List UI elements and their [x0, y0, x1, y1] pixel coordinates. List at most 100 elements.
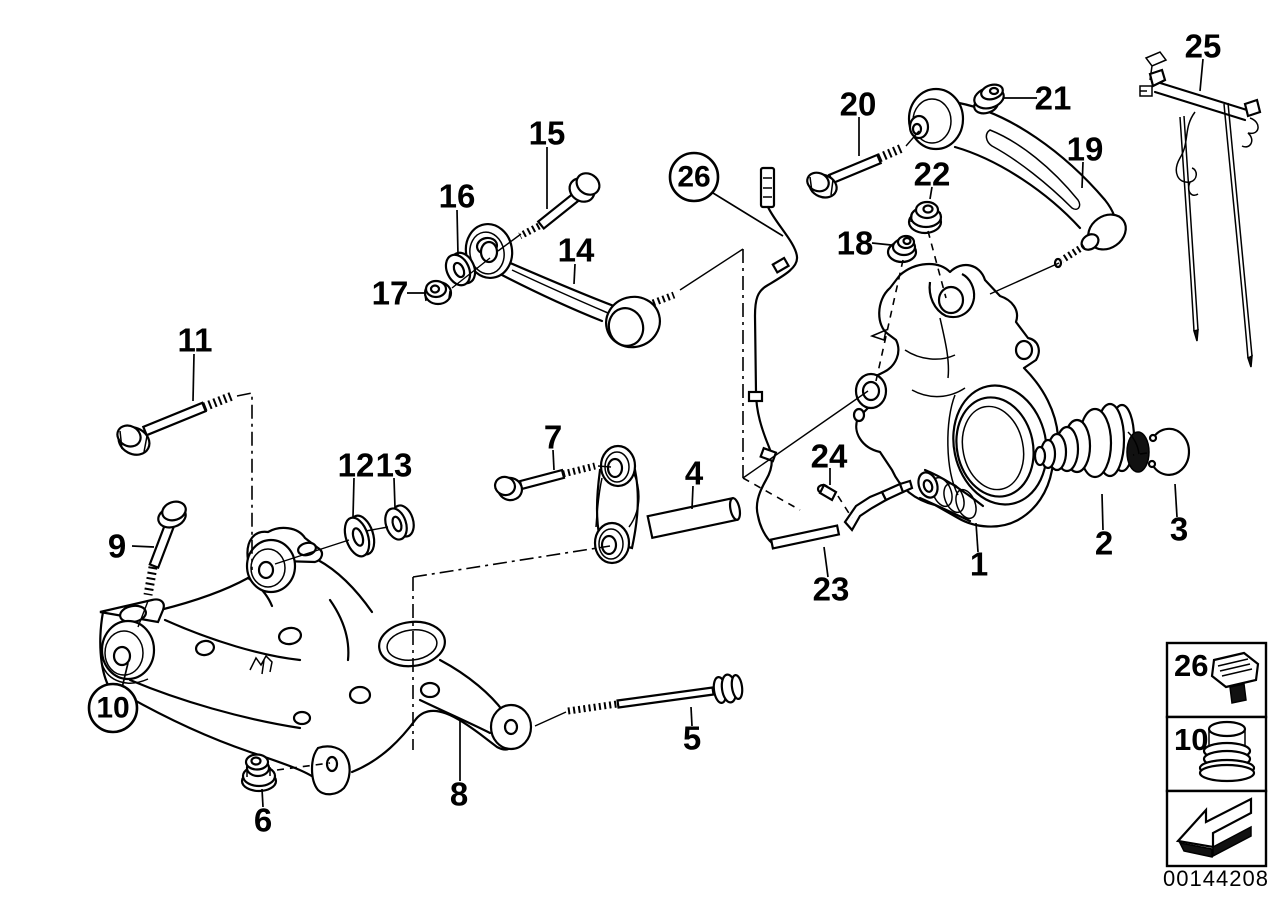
part-bolt5-drawing: [567, 673, 744, 715]
part-screw24-drawing: [816, 483, 838, 502]
callout-19[interactable]: 19: [1067, 131, 1104, 168]
connector-icon: [1210, 651, 1260, 704]
callout-number-12: 12: [338, 447, 375, 484]
callout-leader-9: [131, 545, 155, 548]
callout-number-19: 19: [1067, 131, 1104, 168]
callout-leader-6: [261, 788, 264, 808]
screw-plug-icon: [1198, 720, 1256, 783]
callout-1[interactable]: 1: [970, 546, 988, 583]
callout-24[interactable]: 24: [811, 438, 848, 475]
callout-number-23: 23: [813, 571, 850, 608]
callout-leader-22: [929, 186, 933, 200]
callout-number-8: 8: [450, 776, 468, 813]
callout-leader-26: [712, 192, 784, 237]
callout-2[interactable]: 2: [1095, 525, 1113, 562]
construction-line: [451, 257, 491, 289]
callout-9[interactable]: 9: [108, 528, 126, 565]
construction-line: [989, 262, 1060, 295]
construction-line: [236, 392, 253, 570]
part-nut17-drawing: [423, 279, 453, 306]
callout-5[interactable]: 5: [683, 720, 701, 757]
part-bolt7-drawing: [493, 462, 596, 502]
callout-12[interactable]: 12: [338, 447, 375, 484]
construction-line: [679, 248, 744, 291]
callout-20[interactable]: 20: [840, 86, 877, 123]
direction-arrow-icon: [1175, 797, 1253, 858]
part-washer16-drawing: [444, 251, 477, 287]
callout-16[interactable]: 16: [439, 178, 476, 215]
callout-number-16: 16: [439, 178, 476, 215]
part-bushing18-drawing: [886, 234, 918, 264]
construction-line: [927, 230, 947, 299]
callout-leader-4: [691, 485, 694, 510]
callout-10[interactable]: 10: [87, 682, 139, 734]
callout-number-18: 18: [837, 225, 874, 262]
callout-leader-10: [121, 662, 129, 689]
construction-line: [905, 130, 920, 147]
callout-13[interactable]: 13: [376, 447, 413, 484]
callout-number-14: 14: [558, 232, 595, 269]
construction-line: [742, 390, 869, 479]
callout-number-13: 13: [376, 447, 413, 484]
callout-leader-11: [192, 353, 195, 402]
callout-leader-23: [823, 546, 829, 578]
callout-3[interactable]: 3: [1170, 511, 1188, 548]
callout-number-5: 5: [683, 720, 701, 757]
construction-line: [412, 545, 611, 578]
callout-number-7: 7: [544, 419, 562, 456]
callout-number-17: 17: [372, 275, 409, 312]
callout-8[interactable]: 8: [450, 776, 468, 813]
callout-23[interactable]: 23: [813, 571, 850, 608]
part-cvjoint2-drawing: [1033, 402, 1150, 479]
construction-line: [837, 495, 853, 519]
callout-17[interactable]: 17: [372, 275, 409, 312]
callout-21[interactable]: 21: [1035, 80, 1072, 117]
callout-leader-13: [393, 477, 396, 509]
callout-6[interactable]: 6: [254, 802, 272, 839]
callout-22[interactable]: 22: [914, 156, 951, 193]
construction-line: [1132, 452, 1148, 456]
callout-18[interactable]: 18: [837, 225, 874, 262]
part-bolt20-drawing: [806, 143, 904, 199]
part-bracket25-drawing: [1139, 51, 1262, 368]
callout-leader-1: [975, 522, 979, 553]
part-subframe-drawing: [99, 526, 533, 796]
callout-number-10: 10: [96, 692, 129, 725]
construction-line: [597, 465, 612, 468]
part-bushing21-drawing: [973, 83, 1005, 115]
callout-number-15: 15: [529, 115, 566, 152]
part-wheelcarrier1-drawing: [852, 263, 1060, 528]
legend-label-26[interactable]: 26: [1174, 648, 1208, 683]
callout-leader-19: [1081, 161, 1084, 189]
callout-leader-12: [352, 477, 355, 518]
callout-26[interactable]: 26: [668, 151, 720, 203]
callout-25[interactable]: 25: [1185, 28, 1222, 65]
part-trackstrut14-drawing: [464, 223, 676, 349]
callout-number-3: 3: [1170, 511, 1188, 548]
callout-leader-18: [871, 242, 892, 246]
construction-line: [742, 477, 801, 511]
construction-line: [137, 600, 149, 628]
legend-label-10[interactable]: 10: [1174, 722, 1208, 757]
callout-leader-16: [456, 209, 459, 256]
callout-leader-5: [690, 706, 693, 727]
callout-14[interactable]: 14: [558, 232, 595, 269]
legend-panel: 26 10 00144208: [1163, 641, 1268, 891]
callout-number-9: 9: [108, 528, 126, 565]
callout-number-1: 1: [970, 546, 988, 583]
callout-number-11: 11: [178, 322, 213, 359]
callout-15[interactable]: 15: [529, 115, 566, 152]
callout-11[interactable]: 11: [178, 322, 213, 359]
callout-7[interactable]: 7: [544, 419, 562, 456]
part-nut22-drawing: [907, 200, 943, 235]
callout-4[interactable]: 4: [685, 455, 704, 492]
part-bolt11-drawing: [116, 391, 234, 456]
construction-line: [497, 233, 522, 252]
part-sensor-cable-drawing: [747, 166, 914, 550]
part-snapring3-drawing: [1147, 427, 1191, 476]
callout-leader-7: [552, 449, 555, 471]
callout-number-26: 26: [677, 161, 710, 194]
callout-number-6: 6: [254, 802, 272, 839]
